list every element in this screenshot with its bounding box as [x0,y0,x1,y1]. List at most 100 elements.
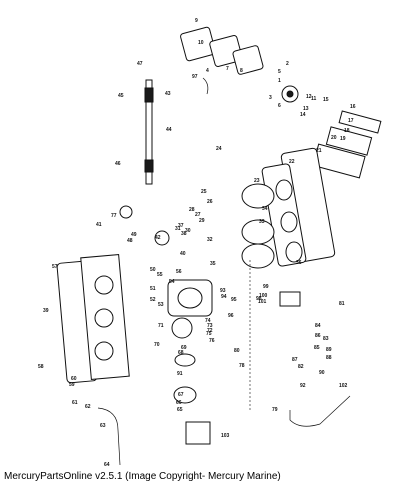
callout-35: 35 [210,261,216,267]
callout-89: 89 [326,347,332,353]
callout-39: 39 [43,308,49,314]
image-caption: MercuryPartsOnline v2.5.1 (Image Copyrig… [4,471,281,482]
callout-26: 26 [207,199,213,205]
callout-24: 24 [216,146,222,152]
link-rod [144,79,154,185]
callout-1: 1 [278,78,281,84]
bracket [279,291,301,307]
callout-21: 21 [316,148,322,154]
callout-34: 34 [262,206,268,212]
callout-52: 52 [150,297,156,303]
callout-64: 64 [104,462,110,468]
callout-96: 96 [228,313,234,319]
callout-88: 88 [326,355,332,361]
callout-37: 37 [178,223,184,229]
callout-98: 98 [256,296,262,302]
callout-8: 8 [240,68,243,74]
callout-54: 54 [169,279,175,285]
knob [154,230,170,246]
callout-83: 83 [323,336,329,342]
callout-93: 93 [220,288,226,294]
callout-61: 61 [72,400,78,406]
hose [289,395,351,427]
callout-87: 87 [292,357,298,363]
callout-29: 29 [199,218,205,224]
callout-33: 33 [259,219,265,225]
callout-31: 31 [175,226,181,232]
callout-43: 43 [165,91,171,97]
callout-47: 47 [137,61,143,67]
callout-25: 25 [201,189,207,195]
callout-36: 36 [296,260,302,266]
callout-69: 69 [181,345,187,351]
callout-103: 103 [221,433,230,439]
callout-100: 100 [259,293,268,299]
callout-9: 9 [195,18,198,24]
callout-94: 94 [221,294,227,300]
callout-38: 38 [181,231,187,237]
callout-99: 99 [263,284,269,290]
callout-11: 11 [311,96,317,102]
callout-92: 92 [300,383,306,389]
callout-18: 18 [344,128,350,134]
fuel-filter-box [185,421,211,445]
callout-51: 51 [150,286,156,292]
callout-85: 85 [314,345,320,351]
callout-30: 30 [185,228,191,234]
callout-57: 57 [52,264,58,270]
callout-20: 20 [331,135,337,141]
callout-91: 91 [177,371,183,377]
callout-50: 50 [150,267,156,273]
carburetors [241,183,275,269]
callout-12: 12 [306,94,312,100]
callout-45: 45 [118,93,124,99]
callout-40: 40 [180,251,186,257]
callout-70: 70 [154,342,160,348]
callout-74: 74 [205,318,211,324]
callout-101: 101 [258,299,267,305]
callout-86: 86 [315,333,321,339]
callout-55: 55 [157,272,163,278]
callout-53: 53 [158,302,164,308]
callout-4: 4 [206,68,209,74]
callout-66: 66 [176,400,182,406]
callout-32: 32 [207,237,213,243]
callout-22: 22 [289,159,295,165]
callout-71: 71 [158,323,164,329]
callout-19: 19 [340,136,346,142]
carburetor-body [167,279,213,404]
callout-41: 41 [96,222,102,228]
callout-102: 102 [339,383,348,389]
callout-14: 14 [300,112,306,118]
callout-5: 5 [278,69,281,75]
callout-68: 68 [178,350,184,356]
callout-7: 7 [226,66,229,72]
callout-72: 72 [207,328,213,334]
fuel-pump-assembly [180,26,299,103]
callout-42: 42 [155,235,161,241]
callout-10: 10 [198,40,204,46]
callout-82: 82 [298,364,304,370]
callout-77: 77 [111,213,117,219]
callout-76: 76 [209,338,215,344]
callout-27: 27 [195,212,201,218]
callout-59: 59 [69,382,75,388]
fuel-line [97,407,121,466]
callout-56: 56 [176,269,182,275]
callout-23: 23 [254,178,260,184]
callout-75: 75 [206,331,212,337]
callout-46: 46 [115,161,121,167]
callout-15: 15 [323,97,329,103]
callout-2: 2 [286,61,289,67]
callout-48: 48 [127,238,133,244]
callout-6: 6 [278,103,281,109]
callout-65: 65 [177,407,183,413]
reed-valve-assembly [312,110,382,179]
callout-58: 58 [38,364,44,370]
silencer-cover [56,254,130,384]
callout-67: 67 [178,392,184,398]
callout-44: 44 [166,127,172,133]
callout-81: 81 [339,301,345,307]
callout-73: 73 [207,323,213,329]
